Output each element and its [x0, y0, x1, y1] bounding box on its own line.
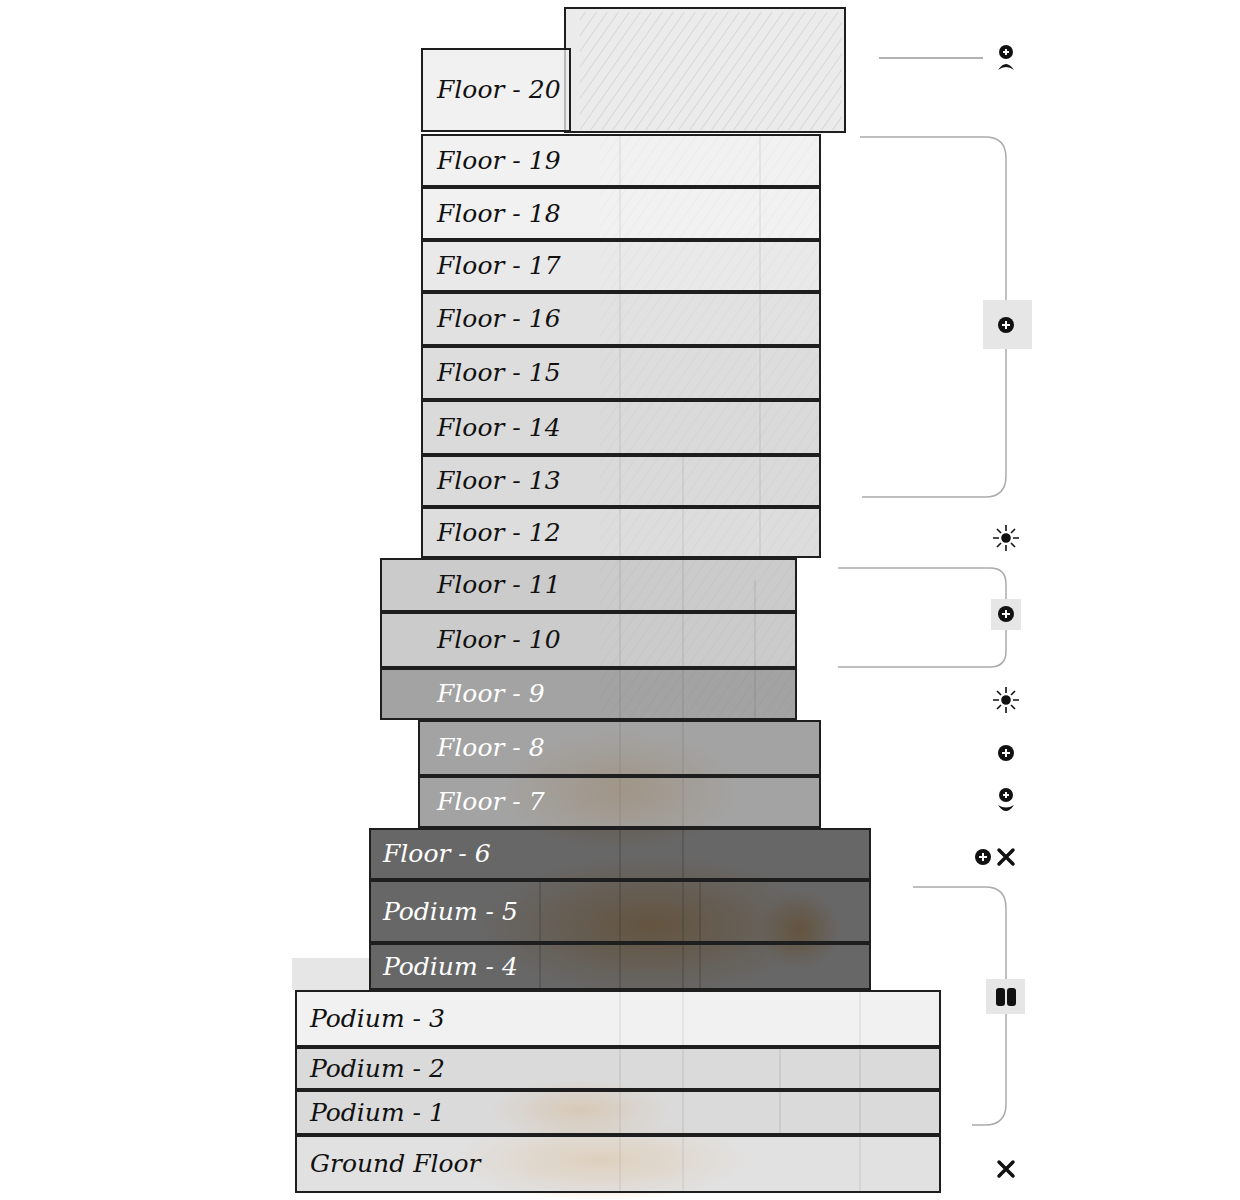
- floor-label: Floor - 20: [437, 76, 561, 104]
- floor-label: Podium - 2: [310, 1055, 445, 1083]
- plus-icon: [975, 849, 991, 865]
- floor-label: Floor - 19: [437, 147, 561, 175]
- leader-line: [879, 57, 983, 59]
- cross-icon: [999, 1162, 1013, 1176]
- icon-tile: [991, 599, 1021, 630]
- sun-icon: [993, 687, 1019, 713]
- floor-band: Floor - 8: [418, 720, 821, 776]
- block-icon: [996, 988, 1016, 1006]
- floor-band: Floor - 17: [421, 240, 821, 292]
- floor-band: Podium - 1: [295, 1090, 941, 1135]
- floor-band: Floor - 20: [421, 48, 571, 132]
- floor-band: Floor - 10: [380, 612, 797, 668]
- floor-band: Floor - 9: [380, 668, 797, 720]
- floor-label: Floor - 10: [437, 626, 561, 654]
- floor-label: Floor - 14: [437, 414, 561, 442]
- floor-label: Floor - 6: [383, 840, 491, 868]
- bracket: [838, 568, 1006, 667]
- floor-label: Ground Floor: [310, 1150, 481, 1178]
- floor-label: Floor - 15: [437, 359, 561, 387]
- icon-tile: [986, 979, 1025, 1014]
- floor-label: Floor - 8: [437, 734, 545, 762]
- floor-label: Floor - 13: [437, 467, 561, 495]
- roof-block: [565, 8, 845, 132]
- floor-band: Floor - 19: [421, 134, 821, 187]
- roof-hatch: [580, 12, 842, 130]
- plus-icon: [998, 606, 1014, 622]
- floor-band: Podium - 4: [369, 943, 871, 990]
- floor-band: Floor - 16: [421, 292, 821, 346]
- floor-band: Floor - 15: [421, 346, 821, 400]
- cross-icon: [999, 850, 1013, 864]
- plus-icon: [998, 317, 1014, 333]
- floor-band: Floor - 12: [421, 507, 821, 558]
- floor-label: Floor - 16: [437, 305, 561, 333]
- floor-label: Floor - 17: [437, 252, 561, 280]
- sun-icon: [993, 525, 1019, 551]
- floor-band: Floor - 14: [421, 400, 821, 455]
- icon-set: [975, 45, 1019, 1176]
- floor-band: Floor - 18: [421, 187, 821, 240]
- floor-label: Podium - 4: [383, 953, 518, 981]
- floor-label: Floor - 7: [437, 788, 545, 816]
- floor-band: Floor - 13: [421, 455, 821, 507]
- floor-band: Ground Floor: [295, 1135, 941, 1193]
- floor-band: Podium - 3: [295, 990, 941, 1047]
- floor-band: Podium - 2: [295, 1047, 941, 1090]
- floor-label: Floor - 18: [437, 200, 561, 228]
- floor-label: Podium - 5: [383, 898, 518, 926]
- floor-label: Floor - 11: [437, 571, 561, 599]
- floor-band: Podium - 5: [369, 880, 871, 943]
- floor-label: Floor - 9: [437, 680, 545, 708]
- icon-tile: [983, 300, 1032, 349]
- floor-band: Floor - 7: [418, 776, 821, 828]
- floor-label: Podium - 3: [310, 1005, 445, 1033]
- plus-icon: [998, 745, 1014, 761]
- person-icon: [998, 788, 1014, 811]
- floor-band: Floor - 11: [380, 558, 797, 612]
- floor-label: Floor - 12: [437, 519, 561, 547]
- floor-label: Podium - 1: [310, 1099, 445, 1127]
- person-icon: [998, 45, 1014, 70]
- floor-band: Floor - 6: [369, 828, 871, 880]
- podium-extension: [292, 958, 369, 990]
